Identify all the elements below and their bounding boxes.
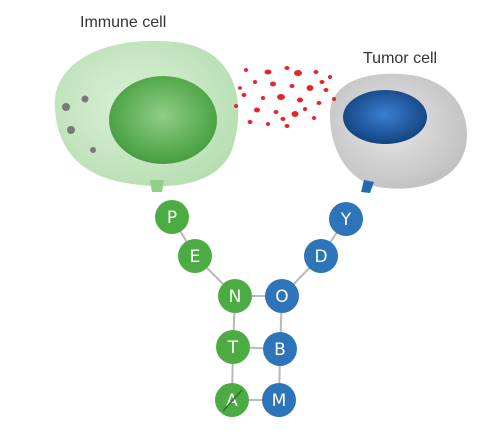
bead-e-letter: E xyxy=(190,247,201,267)
cytokine-dot xyxy=(332,97,336,101)
left-chain: P E N T A xyxy=(155,200,252,417)
cytokine-dot xyxy=(266,122,270,126)
cytokine-dot xyxy=(323,88,329,92)
bead-m-letter: M xyxy=(272,391,287,411)
cytokine-dot xyxy=(253,80,257,84)
cytokine-dot xyxy=(254,107,260,113)
immune-cell xyxy=(54,40,239,192)
cytokine-dot xyxy=(312,116,316,120)
tumor-cell-label: Tumor cell xyxy=(363,50,437,67)
cytokine-dot xyxy=(284,124,290,128)
cytokine-dot xyxy=(244,68,248,72)
cytokine-dot xyxy=(294,70,302,76)
bead-t-letter: T xyxy=(227,338,239,358)
cytokine-dot xyxy=(238,86,242,90)
bead-e-circle xyxy=(178,239,212,273)
cytokine-dot xyxy=(319,80,325,84)
cytokine-dot xyxy=(284,66,290,70)
bead-y-circle xyxy=(329,202,363,236)
granule xyxy=(67,126,75,134)
bead-d-letter: D xyxy=(314,247,327,267)
bead-b-letter: B xyxy=(274,340,286,360)
cytokine-dot xyxy=(280,117,286,121)
immune-cell-label: Immune cell xyxy=(80,14,166,31)
bead-a-strike xyxy=(222,389,243,412)
bead-m-circle xyxy=(262,383,296,417)
bead-n-circle xyxy=(218,279,252,313)
right-chain: Y D O B M xyxy=(262,202,363,417)
cytokine-dot xyxy=(247,120,253,124)
bead-t: T xyxy=(216,330,250,364)
cytokine-dot xyxy=(328,75,332,79)
granule xyxy=(90,147,96,153)
cytokine-dot xyxy=(306,85,314,91)
cytokine-dot xyxy=(277,94,285,100)
cytokine-dot xyxy=(303,107,307,111)
bead-y-letter: Y xyxy=(340,210,352,230)
bead-y: Y xyxy=(329,202,363,236)
cytokine-dot xyxy=(241,93,247,97)
cytokine-dots xyxy=(234,66,336,128)
bead-o-letter: O xyxy=(275,287,288,307)
tumor-cell-stem xyxy=(361,180,374,193)
immune-cell-nucleus xyxy=(109,76,217,164)
tumor-cell-nucleus xyxy=(343,90,427,144)
cytokine-dot xyxy=(289,84,295,88)
bead-b: B xyxy=(263,332,297,366)
tumor-cell xyxy=(330,73,467,193)
bead-b-circle xyxy=(263,332,297,366)
cytokine-dot xyxy=(291,111,299,117)
bead-p-letter: P xyxy=(167,208,177,228)
bead-d: D xyxy=(304,239,338,273)
granule xyxy=(81,95,89,103)
bead-n: N xyxy=(218,279,252,313)
cytokine-dot xyxy=(270,81,276,87)
cytokine-dot xyxy=(297,97,303,103)
bead-p-circle xyxy=(155,200,189,234)
bead-o-circle xyxy=(265,279,299,313)
cytokine-dot xyxy=(273,110,279,114)
cytokine-dot xyxy=(234,104,238,108)
bead-t-circle xyxy=(216,330,250,364)
bead-e: E xyxy=(178,239,212,273)
bead-m: M xyxy=(262,383,296,417)
bead-n-letter: N xyxy=(229,287,242,307)
bead-o: O xyxy=(265,279,299,313)
bead-d-circle xyxy=(304,239,338,273)
granule xyxy=(62,103,70,111)
immune-cell-stem xyxy=(150,180,164,192)
cytokine-dot xyxy=(264,69,272,75)
bead-a: A xyxy=(215,383,249,417)
bead-p: P xyxy=(155,200,189,234)
cytokine-dot xyxy=(313,70,319,74)
cytokine-dot xyxy=(316,101,322,105)
cytokine-dot xyxy=(261,96,265,100)
